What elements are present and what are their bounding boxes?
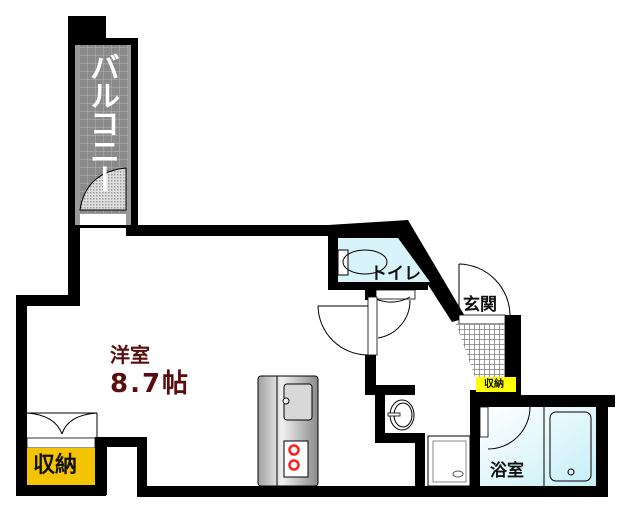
- bathroom: [479, 406, 596, 486]
- entrance-label: 玄関: [463, 295, 497, 315]
- room-door: [317, 296, 411, 356]
- western-room-label: 洋室: [110, 343, 150, 367]
- entrance-storage-label: 収納: [484, 379, 504, 390]
- walls: [16, 220, 615, 497]
- entrance-storage: [476, 377, 516, 392]
- wash-basin: [385, 395, 415, 433]
- kitchen-counter: [257, 375, 319, 487]
- toilet-room: [337, 238, 430, 303]
- washing-machine-pan: [427, 435, 471, 487]
- entrance: [456, 263, 511, 380]
- main-storage: [26, 412, 98, 485]
- toilet-label: トイレ: [370, 264, 421, 284]
- main-storage-label: 収納: [33, 453, 78, 478]
- western-room-area: 8.7帖: [110, 369, 191, 399]
- balcony-label: バルコニー: [84, 52, 119, 192]
- bathroom-label: 浴室: [490, 461, 524, 481]
- balcony: [68, 16, 138, 228]
